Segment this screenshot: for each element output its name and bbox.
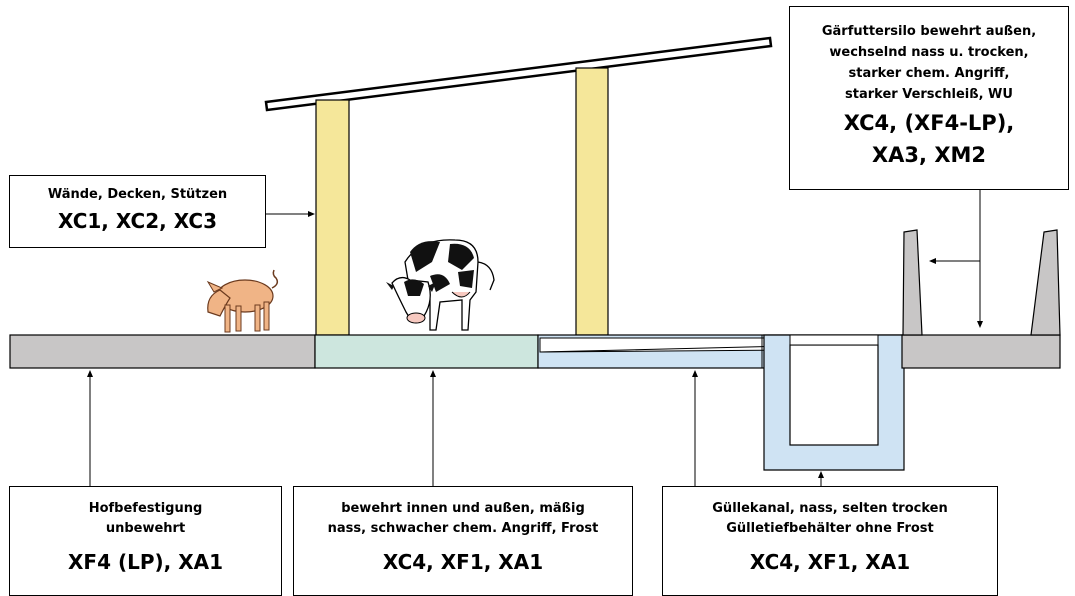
yard-slab	[9, 334, 316, 369]
silo-floor	[901, 334, 1061, 369]
label-box-stable: bewehrt innen und außen, mäßig nass, sch…	[293, 486, 633, 596]
walls-desc: Wände, Decken, Stützen	[47, 187, 228, 202]
silo-desc-2: wechselnd nass u. trocken,	[829, 45, 1029, 60]
silo-wall-left	[902, 229, 923, 336]
slurry-tank	[763, 334, 905, 471]
slurry-classes: XC4, XF1, XA1	[749, 550, 911, 574]
stable-desc-1: bewehrt innen und außen, mäßig	[341, 501, 585, 516]
silo-classes-1: XC4, (XF4-LP),	[843, 111, 1015, 135]
label-box-walls: Wände, Decken, Stützen XC1, XC2, XC3	[9, 175, 266, 248]
silo-desc-1: Gärfuttersilo bewehrt außen,	[821, 24, 1037, 39]
stable-classes: XC4, XF1, XA1	[382, 550, 544, 574]
silo-desc-4: starker Verschleiß, WU	[845, 87, 1013, 102]
pig-icon	[206, 269, 279, 333]
yard-desc-2: unbewehrt	[105, 521, 186, 536]
slurry-desc-1: Güllekanal, nass, selten trocken	[712, 501, 948, 516]
stable-floor	[314, 334, 539, 369]
label-box-yard: Hofbefestigung unbewehrt XF4 (LP), XA1	[9, 486, 282, 596]
cow-icon	[386, 239, 495, 331]
silo-classes-2: XA3, XM2	[871, 143, 987, 167]
slurry-desc-2: Gülletiefbehälter ohne Frost	[726, 521, 934, 536]
roof	[264, 36, 773, 112]
stable-desc-2: nass, schwacher chem. Angriff, Frost	[327, 521, 599, 536]
walls-classes: XC1, XC2, XC3	[57, 209, 218, 233]
yard-classes: XF4 (LP), XA1	[67, 550, 224, 574]
silo-desc-3: starker chem. Angriff,	[848, 66, 1010, 81]
yard-desc-1: Hofbefestigung	[88, 501, 203, 516]
pointer-lines	[87, 190, 983, 486]
column-right	[575, 67, 609, 336]
column-left	[315, 99, 350, 336]
silo-wall-right	[1030, 229, 1061, 336]
label-box-slurry: Güllekanal, nass, selten trocken Gülleti…	[662, 486, 998, 596]
label-box-silo: Gärfuttersilo bewehrt außen, wechselnd n…	[789, 6, 1069, 190]
